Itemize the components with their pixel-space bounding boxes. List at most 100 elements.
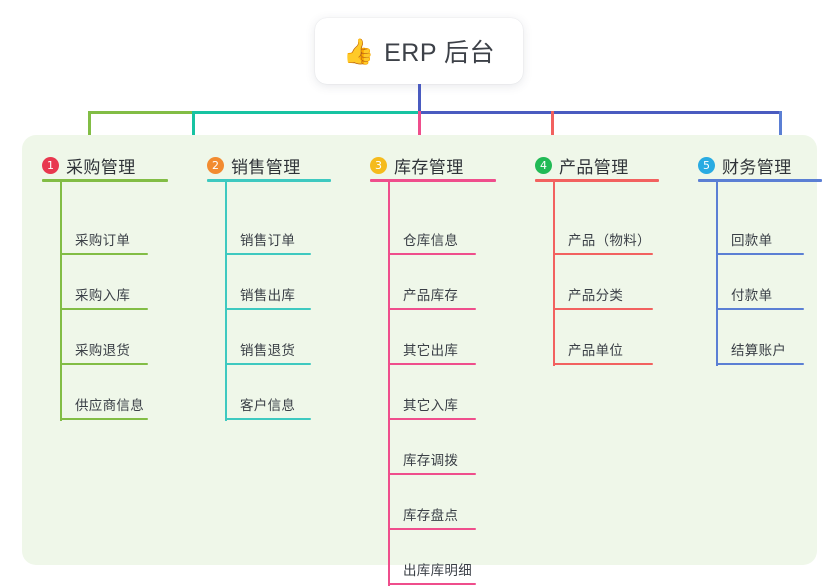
leaf-node[interactable]: 出库库明细 — [388, 551, 476, 585]
branch-column-销售管理: 2 销售管理销售订单销售出库销售退货客户信息 — [207, 153, 371, 553]
connector-bus-segment-3 — [418, 111, 782, 114]
branch-spine — [60, 181, 62, 421]
leaf-node[interactable]: 付款单 — [716, 276, 804, 310]
leaf-node[interactable]: 销售订单 — [225, 221, 311, 255]
leaf-node[interactable]: 库存盘点 — [388, 496, 476, 530]
branch-title: 产品管理 — [559, 158, 629, 177]
leaf-node[interactable]: 产品库存 — [388, 276, 476, 310]
branch-column-财务管理: 5 财务管理回款单付款单结算账户 — [698, 153, 839, 553]
branch-number-badge: 5 — [698, 157, 715, 174]
branch-number-badge: 1 — [42, 157, 59, 174]
leaf-rule — [225, 253, 311, 255]
branch-title: 采购管理 — [66, 158, 136, 177]
leaf-node[interactable]: 其它入库 — [388, 386, 476, 420]
leaf-label: 其它出库 — [403, 343, 459, 358]
branch-header-财务管理[interactable]: 5 财务管理 — [698, 153, 792, 178]
leaf-rule — [388, 363, 476, 365]
branch-header-rule — [370, 179, 496, 182]
root-node[interactable]: 👍 ERP 后台 — [315, 18, 523, 84]
leaf-label: 采购退货 — [75, 343, 131, 358]
leaf-node[interactable]: 客户信息 — [225, 386, 311, 420]
connector-bus-segment-2 — [192, 111, 421, 114]
leaf-label: 结算账户 — [731, 343, 787, 358]
branch-number-badge: 2 — [207, 157, 224, 174]
leaf-rule — [388, 418, 476, 420]
leaf-label: 出库库明细 — [403, 563, 472, 578]
connector-drop-3 — [418, 111, 421, 153]
leaf-node[interactable]: 其它出库 — [388, 331, 476, 365]
leaf-label: 其它入库 — [403, 398, 459, 413]
leaf-node[interactable]: 采购订单 — [60, 221, 148, 255]
branch-header-rule — [535, 179, 659, 182]
connector-drop-4 — [551, 111, 554, 153]
leaf-label: 销售出库 — [240, 288, 296, 303]
leaf-label: 仓库信息 — [403, 233, 459, 248]
leaf-node[interactable]: 仓库信息 — [388, 221, 476, 255]
leaf-rule — [388, 253, 476, 255]
leaf-label: 回款单 — [731, 233, 773, 248]
branch-spine — [388, 181, 390, 586]
leaf-rule — [225, 308, 311, 310]
leaf-node[interactable]: 产品分类 — [553, 276, 653, 310]
leaf-label: 产品分类 — [568, 288, 624, 303]
leaf-node[interactable]: 回款单 — [716, 221, 804, 255]
leaf-node[interactable]: 产品（物料） — [553, 221, 653, 255]
branch-header-销售管理[interactable]: 2 销售管理 — [207, 153, 301, 178]
leaf-label: 销售退货 — [240, 343, 296, 358]
leaf-rule — [225, 418, 311, 420]
leaf-label: 销售订单 — [240, 233, 296, 248]
leaf-rule — [225, 363, 311, 365]
leaf-rule — [60, 253, 148, 255]
leaf-rule — [553, 253, 653, 255]
branch-spine — [225, 181, 227, 421]
leaf-rule — [716, 308, 804, 310]
branch-header-rule — [207, 179, 331, 182]
branches-panel: 1 采购管理采购订单采购入库采购退货供应商信息 2 销售管理销售订单销售出库销售退货客… — [22, 135, 822, 586]
root-node-title: ERP 后台 — [384, 39, 496, 67]
connector-drop-1 — [88, 111, 91, 153]
leaf-label: 客户信息 — [240, 398, 296, 413]
leaf-label: 供应商信息 — [75, 398, 144, 413]
leaf-node[interactable]: 结算账户 — [716, 331, 804, 365]
leaf-node[interactable]: 采购退货 — [60, 331, 148, 365]
leaf-rule — [60, 308, 148, 310]
branch-title: 销售管理 — [231, 158, 301, 177]
leaf-label: 库存盘点 — [403, 508, 459, 523]
branch-header-采购管理[interactable]: 1 采购管理 — [42, 153, 136, 178]
leaf-node[interactable]: 供应商信息 — [60, 386, 148, 420]
leaf-label: 采购订单 — [75, 233, 131, 248]
connector-drop-2 — [192, 111, 195, 153]
connector-drop-5 — [779, 111, 782, 153]
leaf-rule — [553, 363, 653, 365]
leaf-node[interactable]: 销售退货 — [225, 331, 311, 365]
leaf-label: 产品库存 — [403, 288, 459, 303]
branch-header-rule — [42, 179, 168, 182]
branch-title: 库存管理 — [394, 158, 464, 177]
leaf-label: 产品（物料） — [568, 233, 651, 248]
leaf-rule — [388, 308, 476, 310]
leaf-node[interactable]: 销售出库 — [225, 276, 311, 310]
branch-spine — [716, 181, 718, 366]
connector-root-stem — [418, 84, 421, 114]
leaf-node[interactable]: 产品单位 — [553, 331, 653, 365]
leaf-rule — [553, 308, 653, 310]
leaf-rule — [60, 363, 148, 365]
leaf-rule — [388, 528, 476, 530]
branch-column-采购管理: 1 采购管理采购订单采购入库采购退货供应商信息 — [42, 153, 208, 553]
leaf-rule — [716, 253, 804, 255]
leaf-label: 库存调拨 — [403, 453, 459, 468]
leaf-label: 采购入库 — [75, 288, 131, 303]
leaf-node[interactable]: 库存调拨 — [388, 441, 476, 475]
leaf-rule — [60, 418, 148, 420]
leaf-rule — [388, 583, 476, 585]
leaf-label: 付款单 — [731, 288, 773, 303]
branch-title: 财务管理 — [722, 158, 792, 177]
leaf-node[interactable]: 采购入库 — [60, 276, 148, 310]
leaf-label: 产品单位 — [568, 343, 624, 358]
thumbs-up-icon: 👍 — [342, 37, 375, 66]
branch-spine — [553, 181, 555, 366]
